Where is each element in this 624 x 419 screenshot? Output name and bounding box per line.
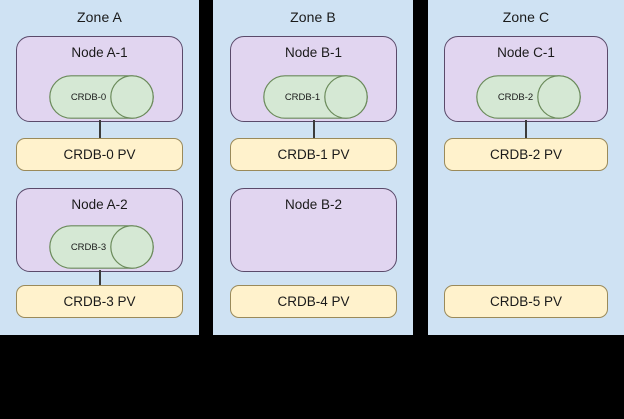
node-a-1-title: Node A-1 xyxy=(71,45,128,60)
zone-b-title: Zone B xyxy=(290,9,336,25)
pv-crdb-5[interactable]: CRDB-5 PV xyxy=(444,285,608,318)
pv-crdb-0[interactable]: CRDB-0 PV xyxy=(16,138,183,171)
connector-crdb-0 xyxy=(99,120,101,140)
zone-c-title: Zone C xyxy=(502,9,550,25)
pod-crdb-0[interactable]: CRDB-0 xyxy=(49,75,154,119)
connector-crdb-3 xyxy=(99,270,101,287)
cylinder-icon xyxy=(476,75,581,119)
pv-crdb-2-label: CRDB-2 PV xyxy=(489,147,562,162)
node-a-2-title: Node A-2 xyxy=(71,197,128,212)
zone-a-title: Zone A xyxy=(77,9,122,25)
pv-crdb-3[interactable]: CRDB-3 PV xyxy=(16,285,183,318)
zone-a: Zone A Node A-1 CRDB-0 CRDB-0 PV Node A-… xyxy=(0,0,199,335)
zone-b: Zone B Node B-1 CRDB-1 CRDB-1 PV Node B-… xyxy=(213,0,413,335)
node-a-1[interactable]: Node A-1 CRDB-0 xyxy=(16,36,183,122)
pod-crdb-1[interactable]: CRDB-1 xyxy=(263,75,368,119)
pv-crdb-5-label: CRDB-5 PV xyxy=(489,294,562,309)
pv-crdb-4[interactable]: CRDB-4 PV xyxy=(230,285,397,318)
node-c-1[interactable]: Node C-1 CRDB-2 xyxy=(444,36,608,122)
pv-crdb-1[interactable]: CRDB-1 PV xyxy=(230,138,397,171)
pod-crdb-3[interactable]: CRDB-3 xyxy=(49,225,154,269)
cylinder-icon xyxy=(49,75,154,119)
connector-crdb-1 xyxy=(313,120,315,140)
zone-c: Zone C Node C-1 CRDB-2 CRDB-2 PV CRDB-5 … xyxy=(428,0,624,335)
node-b-1[interactable]: Node B-1 CRDB-1 xyxy=(230,36,397,122)
node-a-2[interactable]: Node A-2 CRDB-3 xyxy=(16,188,183,272)
node-b-2[interactable]: Node B-2 xyxy=(230,188,397,272)
connector-crdb-2 xyxy=(525,120,527,140)
pv-crdb-1-label: CRDB-1 PV xyxy=(277,147,350,162)
pv-crdb-0-label: CRDB-0 PV xyxy=(63,147,136,162)
node-b-1-title: Node B-1 xyxy=(284,45,343,60)
cylinder-icon xyxy=(49,225,154,269)
pv-crdb-4-label: CRDB-4 PV xyxy=(277,294,350,309)
pv-crdb-3-label: CRDB-3 PV xyxy=(63,294,136,309)
cylinder-icon xyxy=(263,75,368,119)
node-c-1-title: Node C-1 xyxy=(497,45,555,60)
node-b-2-title: Node B-2 xyxy=(284,197,343,212)
pod-crdb-2[interactable]: CRDB-2 xyxy=(476,75,581,119)
pv-crdb-2[interactable]: CRDB-2 PV xyxy=(444,138,608,171)
